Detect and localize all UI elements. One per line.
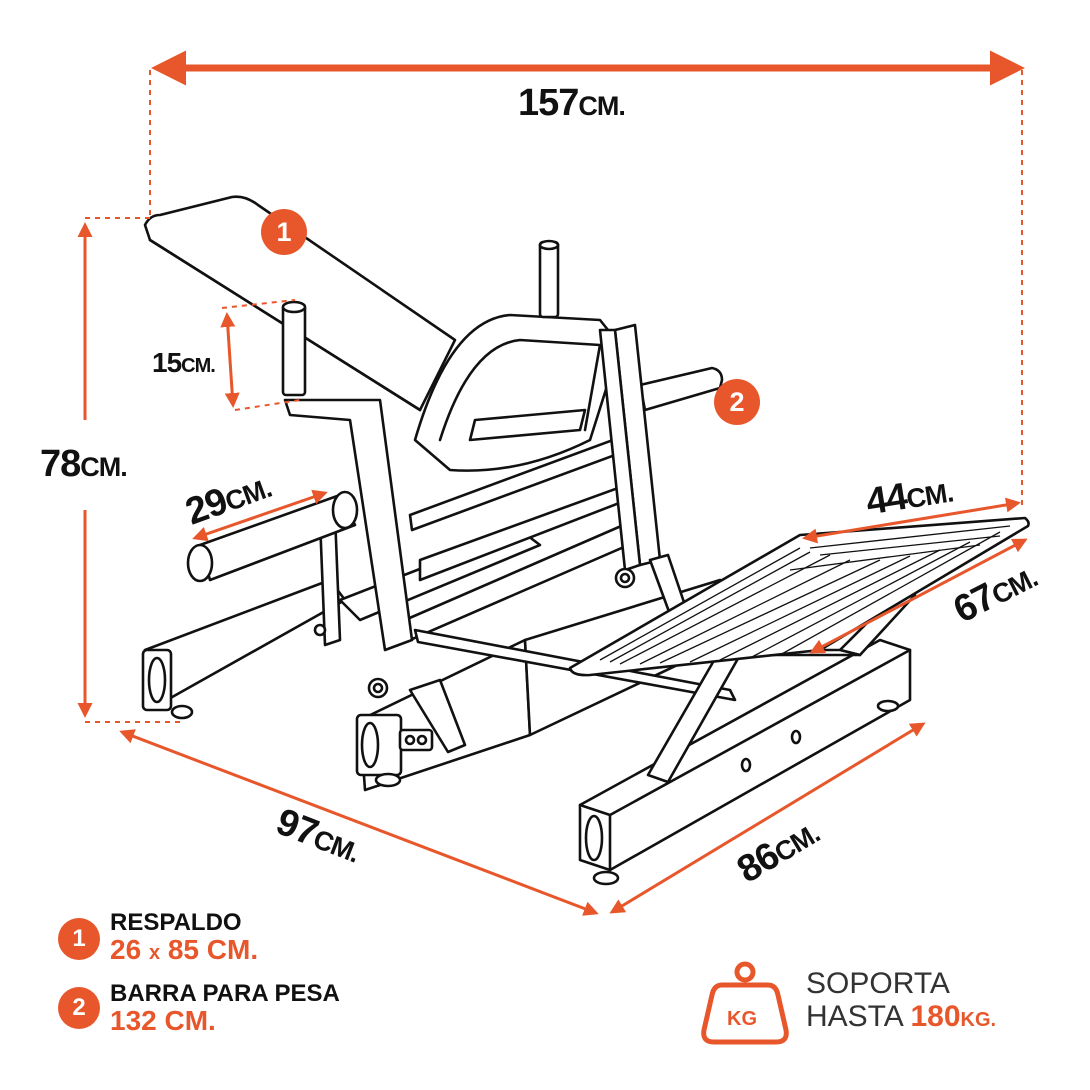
- dim-label-15: 15CM.: [152, 347, 216, 379]
- dim-value: 157: [518, 82, 579, 124]
- dim-label-78: 78CM.: [40, 443, 128, 486]
- capacity-line1: SOPORTA: [806, 967, 950, 1000]
- dim-line-97: [119, 729, 599, 916]
- capacity-text: SOPORTA HASTA 180KG.: [806, 967, 996, 1037]
- detail-sep: x: [148, 942, 161, 964]
- weight-post-left: [281, 303, 307, 397]
- dim-value: 78: [40, 443, 81, 485]
- dim-line-44: [802, 497, 1021, 544]
- dim-label-157: 157CM.: [518, 82, 626, 125]
- dim-line-29: [192, 489, 328, 542]
- dim-unit: CM.: [578, 91, 625, 121]
- detail-part: 85 CM.: [167, 934, 259, 965]
- dim-value: 15: [152, 347, 182, 378]
- callout-badge-2: 2: [714, 379, 760, 425]
- weight-post-right: [538, 240, 560, 319]
- legend-badge-2: 2: [58, 987, 100, 1029]
- kettlebell-weight-icon: [701, 961, 789, 1045]
- legend-item-backrest: 1 RESPALDO 26 x 85 CM.: [58, 910, 340, 967]
- capacity-info: KG SOPORTA HASTA 180KG.: [700, 958, 996, 1046]
- kg-icon-text: KG: [727, 1008, 757, 1030]
- legend-badge-1: 1: [58, 917, 100, 960]
- kettlebell-label: KG: [700, 958, 788, 1046]
- legend-title: BARRA PARA PESA: [110, 980, 340, 1007]
- legend: 1 RESPALDO 26 x 85 CM. 2 BARRA PARA PESA…: [58, 910, 340, 1041]
- dim-unit: CM.: [904, 477, 955, 515]
- hack-squat-machine: [141, 195, 1030, 886]
- detail-part: 26: [110, 934, 142, 965]
- left-base-tube: [143, 578, 347, 707]
- callout-badge-1: 1: [261, 209, 307, 255]
- legend-item-weight-bar: 2 BARRA PARA PESA 132 CM.: [58, 981, 340, 1035]
- capacity-prefix: HASTA: [806, 1000, 903, 1033]
- dim-line-15: [220, 312, 240, 408]
- legend-detail: 132 CM.: [110, 1005, 216, 1036]
- weight-bar-right: [638, 366, 724, 412]
- capacity-unit: KG.: [960, 1009, 997, 1031]
- legend-detail: 26 x 85 CM.: [110, 936, 258, 967]
- dim-unit: CM.: [181, 355, 216, 377]
- legend-title: RESPALDO: [110, 909, 242, 936]
- capacity-value: 180: [910, 1000, 961, 1033]
- dim-line-67: [809, 538, 1028, 654]
- dim-value: 44: [863, 475, 910, 524]
- dim-line-86: [609, 722, 926, 914]
- front-upright-left: [283, 398, 414, 652]
- capacity-line2: HASTA 180KG.: [806, 1000, 996, 1037]
- dimension-lines: [77, 50, 1028, 916]
- foot: [170, 704, 194, 720]
- dim-unit: CM.: [80, 452, 127, 482]
